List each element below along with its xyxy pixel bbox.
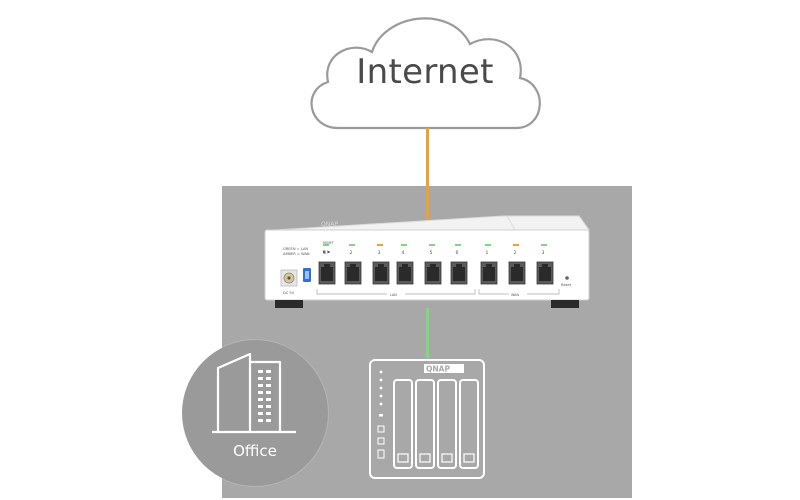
switch-foot-left [275, 300, 303, 308]
office-circle [182, 340, 328, 486]
lan-port-led [455, 244, 461, 246]
cloud-icon [310, 17, 541, 130]
nas-port-icon [377, 449, 385, 459]
lan-port-number: 6 [456, 250, 459, 256]
nas-power-led [379, 414, 383, 417]
switch-foot-right [551, 300, 579, 308]
office-window [266, 391, 271, 394]
wan-port-led [541, 244, 547, 246]
nas-status-led [379, 394, 383, 398]
nas-status-led [379, 402, 383, 406]
nas-status-led [379, 386, 383, 390]
office-window [258, 377, 263, 380]
nas-drive-bay [393, 379, 413, 469]
nas-drive-bay [415, 379, 435, 469]
switch-legend-line2: AMBER = WAN [283, 252, 310, 256]
switch-top-brand: QNAP [321, 221, 338, 228]
internet-label: Internet [356, 52, 494, 92]
switch-legend-line1: GREEN = LAN [283, 247, 308, 251]
office-window [266, 384, 271, 387]
office-window [258, 398, 263, 401]
nas-copy-icon [377, 437, 385, 445]
lan-port-led [377, 244, 383, 246]
lan-port-led [323, 244, 329, 246]
office-window [258, 391, 263, 394]
nas-device-icon: QNAP [369, 359, 485, 479]
office-window [266, 412, 271, 415]
wan-port-number: 1 [486, 250, 489, 256]
office-window [258, 419, 263, 422]
lan-port-led [429, 244, 435, 246]
nas-brand-plate [424, 364, 464, 373]
lan-port-number: 1 [324, 250, 327, 256]
office-window [266, 377, 271, 380]
wan-port-led [485, 244, 491, 246]
nas-drive-bay [459, 379, 479, 469]
wan-port-number: 3 [542, 250, 545, 256]
wan-link-line [426, 128, 429, 220]
mgmt-label: MGMT [323, 241, 334, 245]
office-window [266, 370, 271, 373]
office-label: Office [233, 442, 277, 460]
office-building-icon [212, 352, 296, 434]
office-window [258, 370, 263, 373]
nas-brand: QNAP [426, 365, 450, 374]
lan-port-led [349, 244, 355, 246]
wan-group-label: WAN [511, 293, 519, 297]
office-window [258, 384, 263, 387]
lan-link-line [426, 308, 429, 360]
network-switch: QNAP GREEN = LAN AMBER = WAN ▶ ▶ MGMT DC… [264, 215, 590, 308]
reset-button[interactable] [565, 276, 569, 280]
svg-text:▶ ▶: ▶ ▶ [323, 249, 331, 254]
nas-status-led [379, 370, 383, 374]
nas-usb-icon [377, 425, 385, 433]
office-window [258, 412, 263, 415]
office-window [266, 419, 271, 422]
wan-port-number: 2 [514, 250, 517, 256]
wan-port-led [513, 244, 519, 246]
power-label: DC 5V [283, 291, 295, 295]
lan-port-number: 4 [402, 250, 405, 256]
lan-group-label: LAN [390, 293, 397, 297]
nas-drive-bay [437, 379, 457, 469]
lan-port-number: 5 [430, 250, 433, 256]
office-window [266, 398, 271, 401]
office-window [258, 405, 263, 408]
reset-label: Reset [561, 283, 572, 287]
lan-port-led [401, 244, 407, 246]
lan-port-number: 3 [378, 250, 381, 256]
nas-status-led [379, 378, 383, 382]
lan-port-number: 2 [350, 250, 353, 256]
office-window [266, 405, 271, 408]
